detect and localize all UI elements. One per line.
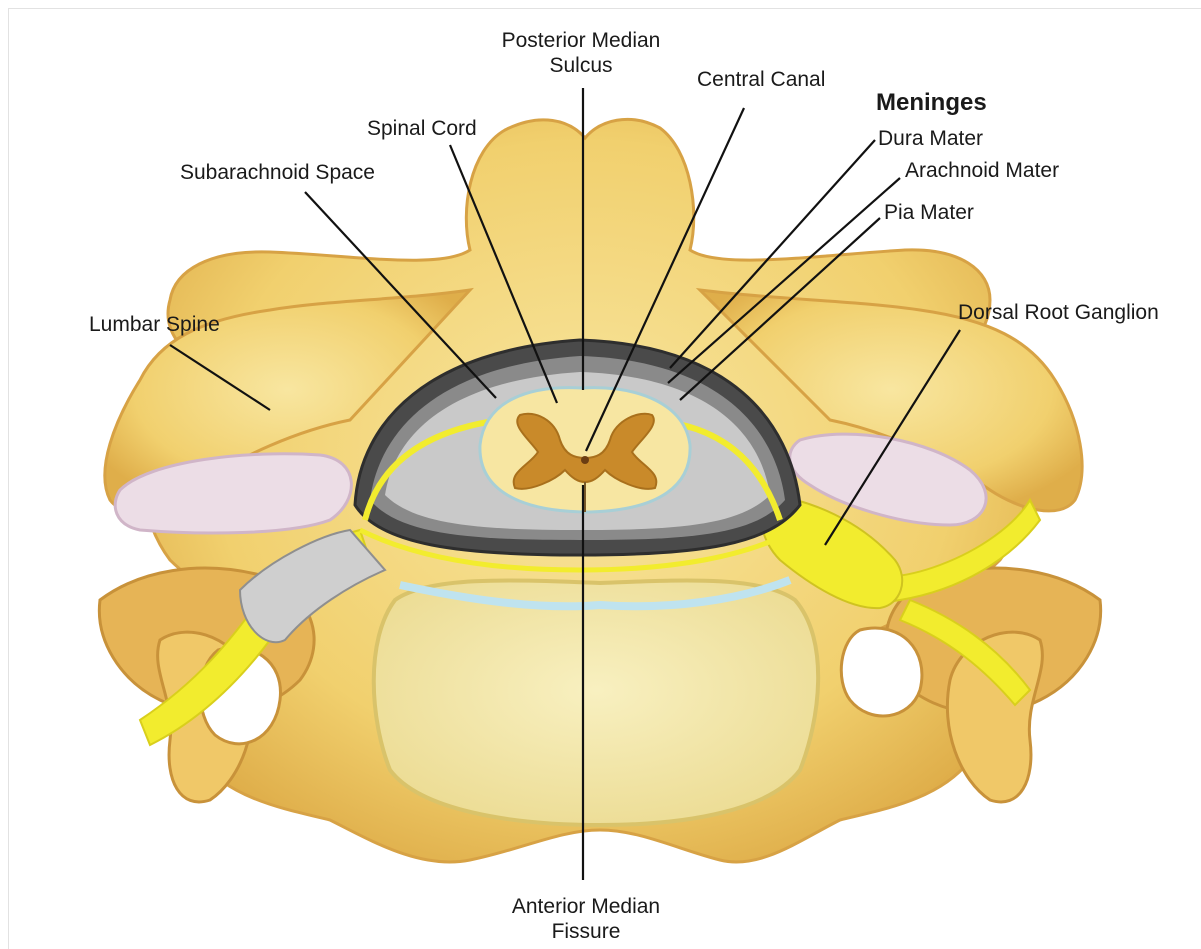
label-anterior-median-fissure-line1: Anterior Median bbox=[476, 894, 696, 919]
label-central-canal: Central Canal bbox=[697, 67, 825, 92]
label-dura-mater: Dura Mater bbox=[878, 126, 983, 151]
label-posterior-median-sulcus-line1: Posterior Median bbox=[471, 28, 691, 53]
label-posterior-median-sulcus-line2: Sulcus bbox=[471, 53, 691, 78]
label-arachnoid-mater: Arachnoid Mater bbox=[905, 158, 1059, 183]
label-pia-mater: Pia Mater bbox=[884, 200, 974, 225]
right-foramen bbox=[841, 628, 922, 716]
vertebral-body bbox=[374, 580, 818, 825]
label-anterior-median-fissure: Anterior Median Fissure bbox=[476, 894, 696, 944]
label-lumbar-spine: Lumbar Spine bbox=[89, 312, 220, 337]
label-meninges-heading: Meninges bbox=[876, 90, 987, 115]
central-canal-dot bbox=[581, 456, 589, 464]
label-posterior-median-sulcus: Posterior Median Sulcus bbox=[471, 28, 691, 78]
label-dorsal-root-ganglion: Dorsal Root Ganglion bbox=[958, 300, 1159, 325]
label-spinal-cord: Spinal Cord bbox=[367, 116, 477, 141]
label-anterior-median-fissure-line2: Fissure bbox=[476, 919, 696, 944]
label-subarachnoid-space: Subarachnoid Space bbox=[180, 160, 375, 185]
